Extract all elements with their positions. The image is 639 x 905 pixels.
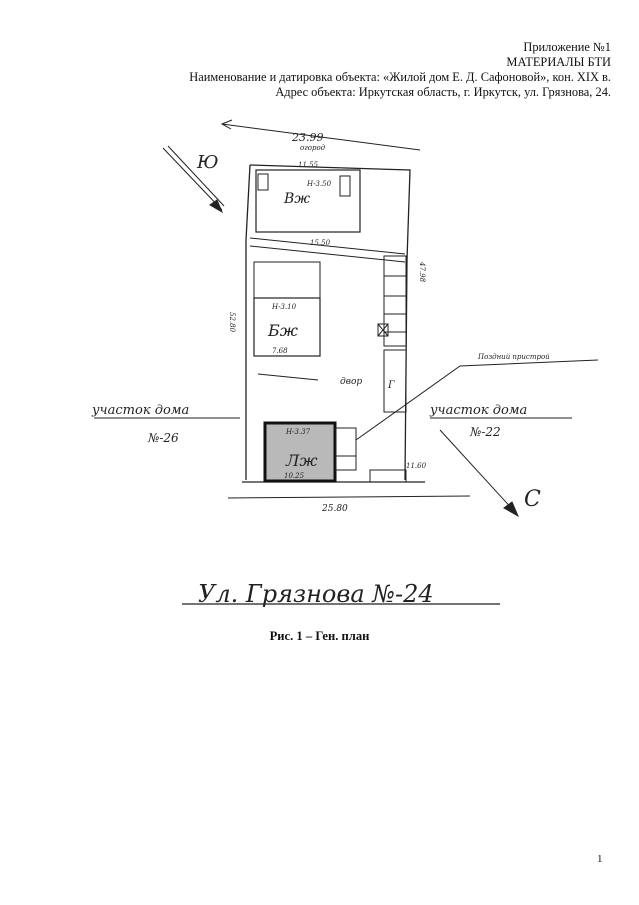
late-extension-leader — [355, 359, 599, 441]
building-mid-label: Бж — [267, 321, 299, 340]
dim-bottom: 25.80 — [321, 504, 348, 514]
height-rear: Н-3.50 — [306, 180, 332, 188]
dim-top: 23.99 — [291, 131, 324, 144]
object-name: Наименование и датировка объекта: «Жилой… — [189, 70, 611, 84]
neighbor-left-label: участок дома — [91, 403, 189, 418]
appendix-label: Приложение №1 — [523, 40, 611, 54]
north-arrow — [162, 147, 223, 211]
building-main-label: Лж — [285, 451, 318, 470]
dim-left: 52.80 — [228, 312, 236, 333]
dim-7-68: 7.68 — [272, 347, 288, 355]
materials-label: МАТЕРИАЛЫ БТИ — [506, 55, 611, 69]
lot-boundary-left — [245, 164, 251, 480]
neighbor-right-label: участок дома — [429, 403, 527, 418]
building-rear-label: Вж — [283, 191, 310, 207]
top-dimension-line — [221, 123, 421, 151]
figure-caption: Рис. 1 – Ген. план — [269, 629, 370, 643]
north-label: Ю — [196, 152, 218, 173]
height-mid: Н-3.10 — [271, 303, 297, 311]
neighbor-right-number: №-22 — [469, 425, 501, 439]
object-address: Адрес объекта: Иркутская область, г. Ирк… — [275, 85, 611, 99]
dim-right: 47.98 — [418, 261, 426, 283]
dim-15-50: 15.50 — [310, 239, 331, 247]
bottom-dimension-line — [227, 495, 471, 499]
yard-label: двор — [340, 377, 362, 387]
building-main-extension — [335, 427, 357, 457]
building-rear — [255, 169, 361, 233]
page-number: 1 — [597, 853, 603, 865]
document-header: Приложение №1 МАТЕРИАЛЫ БТИ Наименование… — [11, 40, 611, 100]
south-label: С — [524, 487, 541, 512]
dim-10-25: 10.25 — [284, 472, 305, 480]
fence-label: огород — [300, 144, 326, 152]
late-extension-label: Поздний пристрой — [477, 353, 550, 361]
dim-11-55: 11.55 — [298, 161, 319, 169]
building-small-label: Г — [387, 380, 395, 391]
street-label: Ул. Грязнова №-24 — [198, 580, 434, 608]
height-main: Н-3.37 — [285, 428, 311, 436]
neighbor-left-number: №-26 — [147, 431, 179, 445]
top-arrow — [220, 119, 233, 130]
dim-11-60: 11.60 — [406, 462, 427, 470]
building-main — [263, 421, 337, 483]
south-arrow — [439, 429, 516, 513]
